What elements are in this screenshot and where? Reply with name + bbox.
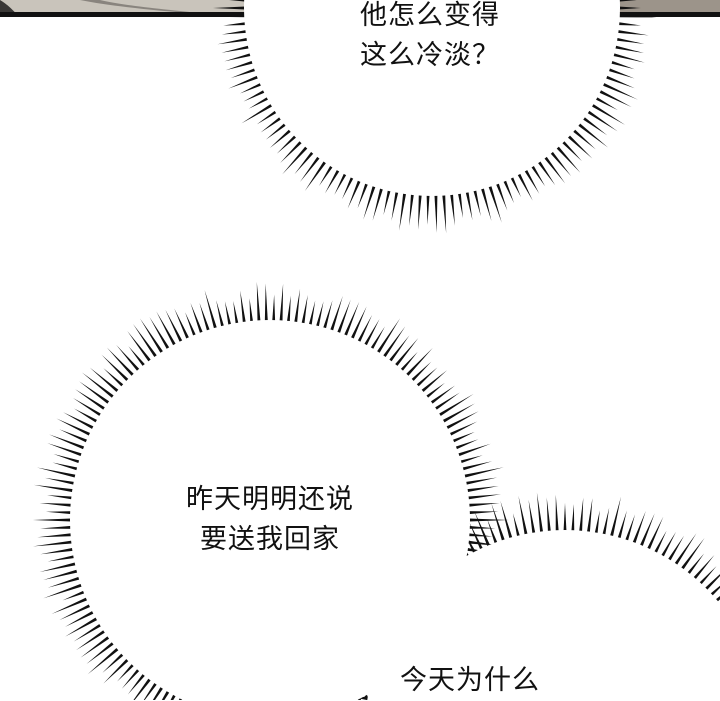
bubble-1-line-2: 这么冷淡？ [360, 40, 500, 71]
bubble-3-text: 今天为什么 [375, 661, 565, 701]
bubble-1-text: 他怎么变得 这么冷淡？ [330, 0, 530, 76]
bubble-1-line-1: 他怎么变得 [360, 0, 500, 31]
bubble-2-text: 昨天明明还说 要送我回家 [165, 480, 375, 560]
bubble-fills [70, 0, 720, 700]
bubble-2-line-2: 要送我回家 [200, 524, 340, 555]
bubble-2-line-1: 昨天明明还说 [186, 484, 354, 515]
bubble-3-line-1: 今天为什么 [400, 665, 540, 696]
